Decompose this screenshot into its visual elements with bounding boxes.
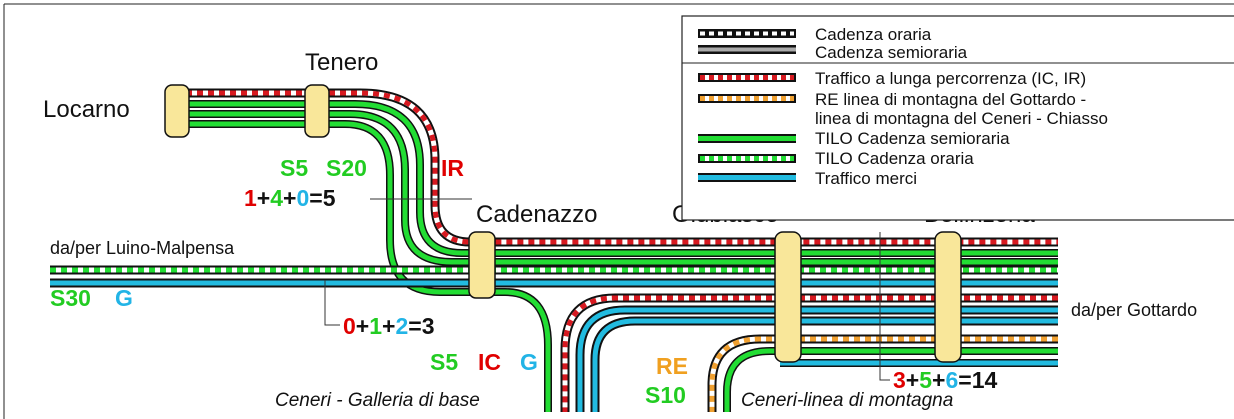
track-mountain-green bbox=[723, 347, 1058, 412]
label-luino: da/per Luino-Malpensa bbox=[50, 238, 235, 258]
station-tenero bbox=[304, 84, 330, 138]
leader-luino bbox=[324, 280, 340, 326]
track-base-red bbox=[560, 293, 1058, 412]
legend-label-3: RE linea di montagna del Gottardo - bbox=[815, 90, 1086, 109]
service-ic-base: IC bbox=[478, 349, 501, 375]
count-luino: 0+1+2=3 bbox=[343, 313, 435, 339]
count-tenero: 1+4+0=5 bbox=[244, 185, 336, 211]
legend-swatch-re bbox=[698, 94, 796, 103]
track-mountain-re bbox=[707, 334, 1058, 412]
service-s30: S30 bbox=[50, 285, 91, 311]
station-giubiasco bbox=[774, 231, 802, 363]
track-locarno-cadenazzo-green-1 bbox=[175, 100, 1058, 257]
station-cadenazzo bbox=[468, 231, 496, 299]
legend-swatch-semioraria bbox=[698, 45, 796, 54]
legend-swatch-tilo-oraria bbox=[698, 154, 796, 163]
service-s20-tenero: S20 bbox=[326, 155, 367, 181]
station-bellinzona bbox=[934, 231, 962, 363]
service-s10: S10 bbox=[645, 382, 686, 408]
label-ceneri-montagna: Ceneri-linea di montagna bbox=[741, 390, 953, 411]
service-ir-tenero: IR bbox=[441, 155, 464, 181]
legend-label-4: linea di montagna del Ceneri - Chiasso bbox=[815, 109, 1108, 128]
legend-label-6: TILO Cadenza oraria bbox=[815, 149, 974, 168]
legend-label-0: Cadenza oraria bbox=[815, 25, 932, 44]
service-g-luino: G bbox=[115, 285, 133, 311]
label-cadenazzo: Cadenazzo bbox=[476, 201, 597, 228]
label-gottardo: da/per Gottardo bbox=[1071, 300, 1197, 320]
service-s5-base: S5 bbox=[430, 349, 458, 375]
track-network bbox=[50, 88, 1058, 412]
legend-label-2: Traffico a lunga percorrenza (IC, IR) bbox=[815, 69, 1086, 88]
leader-bellinzona bbox=[879, 232, 890, 381]
legend-label-7: Traffico merci bbox=[815, 169, 917, 188]
legend-label-5: TILO Cadenza semioraria bbox=[815, 129, 1010, 148]
service-g-base: G bbox=[520, 349, 538, 375]
count-bellinzona: 3+5+6=14 bbox=[893, 367, 997, 393]
track-locarno-cadenazzo-red bbox=[175, 88, 1058, 247]
legend: Cadenza oraria Cadenza semioraria Traffi… bbox=[681, 15, 1234, 221]
legend-swatch-freight bbox=[698, 173, 796, 182]
legend-swatch-long-distance bbox=[698, 73, 796, 82]
track-base-freight-2 bbox=[590, 316, 1058, 412]
label-ceneri-base: Ceneri - Galleria di base bbox=[275, 390, 480, 411]
legend-swatch-oraria bbox=[698, 29, 796, 38]
track-base-freight-1 bbox=[575, 305, 1058, 412]
legend-label-1: Cadenza semioraria bbox=[815, 43, 968, 62]
diagram-frame bbox=[3, 3, 1234, 419]
service-re: RE bbox=[656, 353, 688, 379]
station-locarno bbox=[164, 84, 190, 138]
label-tenero: Tenero bbox=[305, 49, 378, 76]
service-s5-tenero: S5 bbox=[280, 155, 308, 181]
legend-swatch-tilo-semioraria bbox=[698, 134, 796, 143]
label-locarno: Locarno bbox=[43, 96, 130, 123]
track-locarno-cadenazzo-green-2 bbox=[175, 110, 1058, 266]
